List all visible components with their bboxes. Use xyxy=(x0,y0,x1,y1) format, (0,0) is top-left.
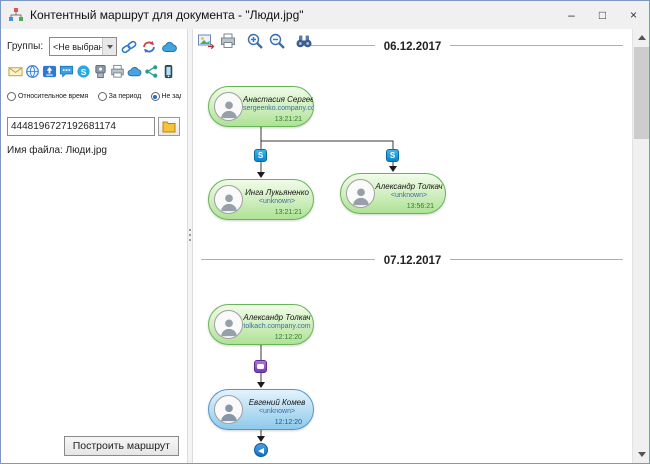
find-icon[interactable] xyxy=(293,31,314,52)
external-endpoint-icon[interactable] xyxy=(254,443,268,457)
avatar xyxy=(346,179,375,208)
build-route-button[interactable]: Построить маршрут xyxy=(63,436,179,456)
avatar xyxy=(214,395,243,424)
node-name: Анастасия Сергеенко xyxy=(243,94,313,104)
im-connector-icon[interactable] xyxy=(254,360,267,373)
groups-label: Группы: xyxy=(7,41,44,52)
app-icon xyxy=(8,7,24,23)
sidebar: Группы: <Не выбрано> xyxy=(1,29,187,463)
node-host: <unknown> xyxy=(258,407,296,415)
splitter-grip-icon xyxy=(188,229,192,241)
node-time: 12:12:20 xyxy=(274,419,302,426)
skype-channel-icon[interactable]: S xyxy=(75,63,91,79)
radio-circle-selected xyxy=(150,92,160,101)
chat-channel-icon[interactable] xyxy=(58,63,74,79)
svg-text:S: S xyxy=(80,66,86,76)
zoom-out-icon[interactable] xyxy=(266,31,287,52)
web-channel-icon[interactable] xyxy=(24,63,40,79)
skype-connector-icon[interactable]: S xyxy=(254,149,267,162)
minimize-button[interactable]: – xyxy=(568,8,575,22)
usb-device-channel-icon[interactable] xyxy=(92,63,108,79)
graph-toolbar xyxy=(195,30,315,52)
avatar xyxy=(214,310,243,339)
node-time: 13:56:21 xyxy=(406,203,434,210)
node-name: Александр Толкач xyxy=(375,181,443,191)
date-label: 06.12.2017 xyxy=(374,41,451,53)
groups-select[interactable]: <Не выбрано> xyxy=(49,37,117,56)
node-time: 12:12:20 xyxy=(274,334,302,341)
radio-circle xyxy=(97,92,107,101)
cloud-channel-icon[interactable] xyxy=(126,63,142,79)
node-host: <unknown> xyxy=(258,197,296,205)
avatar xyxy=(214,185,243,214)
sync-icon[interactable] xyxy=(140,38,157,55)
node-time: 13:21:21 xyxy=(274,209,302,216)
date-label: 07.12.2017 xyxy=(374,255,451,267)
node-time: 13:21:21 xyxy=(274,116,302,123)
ftp-channel-icon[interactable] xyxy=(41,63,57,79)
graph-node-inga-lukyanenko[interactable]: Инга Лукьяненко <unknown> 13:21:21 xyxy=(208,179,314,220)
maximize-button[interactable]: □ xyxy=(598,8,607,22)
scroll-up-arrow[interactable] xyxy=(633,29,649,46)
chevron-down-icon[interactable] xyxy=(102,38,116,55)
graph-node-anastasia-sergeenko[interactable]: Анастасия Сергеенко sergeenko.company.co… xyxy=(208,86,314,127)
client-area: Группы: <Не выбрано> xyxy=(1,29,649,463)
graph-node-alexandr-tolkach-2[interactable]: Александр Толкач tolkach.company.com 12:… xyxy=(208,304,314,345)
scroll-down-arrow[interactable] xyxy=(633,446,649,463)
share-channel-icon[interactable] xyxy=(143,63,159,79)
channel-filter-row: S xyxy=(7,63,181,79)
radio-label: За период xyxy=(108,93,142,100)
export-image-icon[interactable] xyxy=(195,31,216,52)
browse-folder-button[interactable] xyxy=(158,117,180,136)
groups-row: Группы: <Не выбрано> xyxy=(7,37,181,56)
node-name: Александр Толкач xyxy=(243,312,311,322)
cloud-service-icon[interactable] xyxy=(160,38,177,55)
time-mode-radio-group: Относительное время За период Не задано xyxy=(7,88,181,106)
scrollbar-thumb[interactable] xyxy=(634,47,649,139)
graph-panel: 06.12.2017 07.12.2017 xyxy=(193,29,649,463)
window-title: Контентный маршрут для документа - "Люди… xyxy=(30,8,304,22)
chat-bubble-icon xyxy=(257,364,264,369)
document-id-input[interactable] xyxy=(7,117,155,136)
radio-not-set[interactable]: Не задано xyxy=(150,92,181,101)
date-separator-line xyxy=(297,45,623,46)
graph-node-evgeniy-komev[interactable]: Евгений Комев <unknown> 12:12:20 xyxy=(208,389,314,430)
vertical-scrollbar[interactable] xyxy=(632,29,649,463)
print-icon[interactable] xyxy=(217,31,238,52)
radio-relative-time[interactable]: Относительное время xyxy=(7,92,88,101)
document-id-row xyxy=(7,117,181,136)
mail-channel-icon[interactable] xyxy=(7,63,23,79)
printer-channel-icon[interactable] xyxy=(109,63,125,79)
avatar xyxy=(214,92,243,121)
node-name: Инга Лукьяненко xyxy=(245,187,309,197)
mobile-channel-icon[interactable] xyxy=(160,63,176,79)
close-button[interactable]: × xyxy=(629,8,637,22)
file-name-label: Имя файла: Люди.jpg xyxy=(7,145,107,156)
node-host: sergeenko.company.com xyxy=(243,104,313,112)
link-icon[interactable] xyxy=(120,38,137,55)
radio-label: Не задано xyxy=(161,93,181,100)
panel-splitter[interactable] xyxy=(187,29,193,463)
radio-label: Относительное время xyxy=(18,93,89,100)
zoom-in-icon[interactable] xyxy=(244,31,265,52)
radio-for-period[interactable]: За период xyxy=(97,92,142,101)
groups-selected-value: <Не выбрано> xyxy=(53,41,114,52)
date-group-2: 07.12.2017 xyxy=(193,251,632,269)
skype-connector-icon[interactable]: S xyxy=(386,149,399,162)
date-group-1: 06.12.2017 xyxy=(193,37,632,55)
radio-circle xyxy=(7,92,16,101)
node-name: Евгений Комев xyxy=(248,397,306,407)
title-bar: Контентный маршрут для документа - "Люди… xyxy=(1,1,649,29)
graph-node-alexandr-tolkach-1[interactable]: Александр Толкач <unknown> 13:56:21 xyxy=(340,173,446,214)
route-canvas: 06.12.2017 07.12.2017 xyxy=(193,29,632,463)
node-host: <unknown> xyxy=(390,191,428,199)
node-host: tolkach.company.com xyxy=(243,322,311,330)
